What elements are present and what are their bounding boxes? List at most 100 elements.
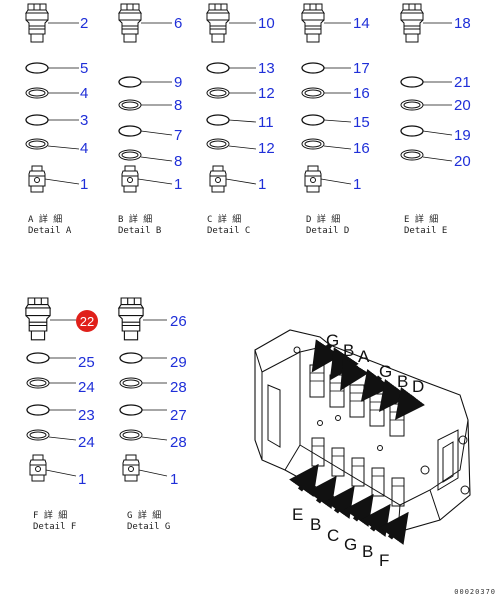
o-ring: [25, 114, 49, 126]
view-label: D: [412, 377, 424, 396]
backup-ring: [25, 87, 49, 99]
detail-g-parts: [119, 319, 168, 482]
callout: 4: [80, 140, 88, 157]
o-ring: [119, 352, 143, 364]
callout: 16: [353, 140, 370, 157]
view-label: B: [343, 341, 354, 360]
callout: 6: [174, 15, 182, 32]
assembly-bottom-labels: E B C G B F: [292, 505, 389, 570]
o-ring: [25, 62, 49, 74]
o-ring: [206, 62, 230, 74]
detail-subtitle: Detail D: [306, 226, 349, 236]
callouts-f: 25 24 23 24 1: [78, 354, 95, 488]
detail-e: [400, 3, 453, 162]
cartridge-part: [25, 3, 49, 43]
callout: 28: [170, 379, 187, 396]
cartridge-part: [206, 3, 230, 43]
callout: 1: [353, 176, 361, 193]
backup-ring: [25, 138, 49, 150]
callout: 5: [80, 60, 88, 77]
detail-f-parts: [26, 319, 77, 482]
callout: 1: [174, 176, 182, 193]
spool-part: [122, 454, 140, 482]
callouts-a: 2 5 4 3 4 1: [80, 15, 88, 193]
callout: 10: [258, 15, 275, 32]
detail-a: [25, 3, 80, 193]
detail-title: B 詳 細: [118, 213, 152, 225]
spool-part: [28, 165, 46, 193]
callout: 27: [170, 407, 187, 424]
view-label: E: [292, 505, 303, 524]
valve-assembly: [254, 329, 471, 545]
callout: 11: [258, 114, 274, 131]
o-ring: [400, 76, 424, 88]
backup-ring: [26, 429, 50, 441]
spool-part: [304, 165, 322, 193]
callout: 1: [170, 471, 178, 488]
detail-captions-top: A 詳 細 Detail A B 詳 細 Detail B C 詳 細 Deta…: [28, 213, 447, 236]
spool-part: [121, 165, 139, 193]
detail-title: D 詳 細: [306, 213, 340, 225]
callout: 3: [80, 112, 88, 129]
cartridge-part: [301, 3, 325, 43]
detail-subtitle: Detail A: [28, 226, 72, 236]
backup-ring: [206, 138, 230, 150]
view-label: C: [327, 526, 339, 545]
backup-ring: [400, 99, 424, 111]
detail-captions-bottom: F 詳 細 Detail F G 詳 細 Detail G: [33, 509, 170, 532]
callout: 20: [454, 97, 471, 114]
callout: 25: [78, 354, 95, 371]
detail-c: [206, 3, 257, 193]
detail-subtitle: Detail G: [127, 522, 170, 532]
callouts-b: 6 9 8 7 8 1: [174, 15, 182, 193]
callouts-g: 26 29 28 27 28 1: [170, 313, 187, 488]
view-label: B: [397, 372, 408, 391]
detail-subtitle: Detail E: [404, 226, 447, 236]
view-label: A: [358, 347, 370, 366]
backup-ring: [301, 138, 325, 150]
assembly-top-labels: G B A G B D: [326, 331, 424, 396]
callout: 9: [174, 74, 182, 91]
o-ring: [118, 76, 142, 88]
backup-ring: [118, 99, 142, 111]
cartridge-part: [400, 3, 424, 43]
callout: 16: [353, 85, 370, 102]
backup-ring: [118, 149, 142, 161]
detail-f: [25, 297, 51, 341]
spool-part: [29, 454, 47, 482]
callouts-d: 14 17 16 15 16 1: [353, 15, 370, 193]
detail-g: [118, 297, 144, 341]
callout: 1: [80, 176, 88, 193]
o-ring: [206, 114, 230, 126]
backup-ring: [301, 87, 325, 99]
callout: 12: [258, 85, 275, 102]
view-label: G: [344, 535, 357, 554]
detail-subtitle: Detail F: [33, 522, 76, 532]
view-label: G: [379, 362, 392, 381]
backup-ring: [400, 149, 424, 161]
highlight-badge: [76, 310, 98, 332]
detail-subtitle: Detail B: [118, 226, 161, 236]
detail-title: F 詳 細: [33, 509, 67, 521]
cartridge-part: [118, 297, 144, 341]
view-label: G: [326, 331, 339, 350]
callout: 17: [353, 60, 370, 77]
callout: 8: [174, 97, 182, 114]
view-label: F: [379, 551, 389, 570]
callout: 26: [170, 313, 187, 330]
o-ring: [118, 125, 142, 137]
detail-d: [301, 3, 352, 193]
callouts-e: 18 21 20 19 20: [454, 15, 471, 170]
detail-subtitle: Detail C: [207, 226, 250, 236]
callout: 18: [454, 15, 471, 32]
detail-title: A 詳 細: [28, 213, 62, 225]
o-ring: [26, 352, 50, 364]
backup-ring: [119, 429, 143, 441]
detail-title: C 詳 細: [207, 213, 241, 225]
backup-ring: [26, 377, 50, 389]
callout: 23: [78, 407, 95, 424]
callout: 14: [353, 15, 370, 32]
callout: 15: [353, 114, 370, 131]
callout: 19: [454, 127, 471, 144]
